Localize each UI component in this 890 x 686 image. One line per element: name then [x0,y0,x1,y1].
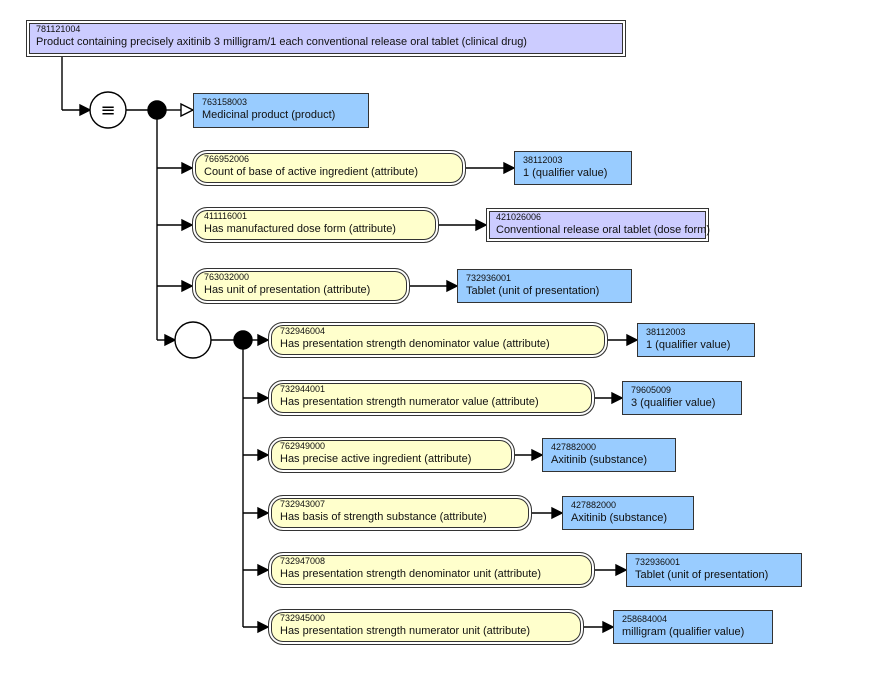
group-attribute-box-id: 732943007 [280,499,326,509]
group-value-box[interactable]: 79605009 3 (qualifier value) [622,381,742,415]
group-attribute-box-term: Has basis of strength substance (attribu… [280,511,487,523]
group-value-box[interactable]: 38112003 1 (qualifier value) [637,323,755,357]
group-attribute-box-term: Has precise active ingredient (attribute… [280,453,472,465]
group-attribute-box-id: 732947008 [280,556,326,566]
group-attribute-box-term: Has presentation strength numerator valu… [280,396,539,408]
value-box[interactable]: 38112003 1 (qualifier value) [514,151,632,185]
attribute-branch-arrow [181,218,194,232]
focus-concept-box[interactable]: 781121004 Product containing precisely a… [26,20,626,57]
focus-concept-id: 781121004 [36,24,81,34]
attribute-value-arrow [503,161,516,175]
group-value-box-term: Tablet (unit of presentation) [635,569,769,581]
group-value-arrow [611,391,624,405]
attribute-group-symbol [174,321,212,359]
group-attribute-box-id: 732944001 [280,384,326,394]
definition-status-glyph: ≡ [100,100,115,121]
group-value-box-term: 1 (qualifier value) [646,339,731,351]
group-attribute-arrow [257,333,270,347]
group-value-box-term: milligram (qualifier value) [622,626,745,638]
attribute-branch-arrow [181,279,194,293]
group-value-arrow [626,333,639,347]
group-attribute-box-term: Has presentation strength denominator va… [280,338,550,350]
group-attribute-box-id: 732946004 [280,326,326,336]
group-value-box-id: 258684004 [622,614,668,624]
group-value-arrow [615,563,628,577]
group-value-box[interactable]: 258684004 milligram (qualifier value) [613,610,773,644]
group-attribute-arrow [257,620,270,634]
group-value-arrow [602,620,615,634]
group-value-box-id: 732936001 [635,557,681,567]
value-box-term: Conventional release oral tablet (dose f… [496,224,711,236]
parent-concept-term: Medicinal product (product) [202,109,336,121]
group-value-box-term: 3 (qualifier value) [631,397,716,409]
parent-concept-id: 763158003 [202,97,248,107]
attribute-branch-arrow [181,161,194,175]
attribute-value-arrow [475,218,488,232]
attribute-box-id: 766952006 [204,154,250,164]
focus-to-definition-arrow [79,103,92,117]
group-attribute-box-id: 732945000 [280,613,326,623]
value-box-id: 38112003 [523,155,563,165]
group-value-box-id: 427882000 [571,500,617,510]
parent-concept-box[interactable]: 763158003 Medicinal product (product) [193,93,369,128]
focus-concept-term: Product containing precisely axitinib 3 … [36,36,527,48]
value-box-id: 421026006 [496,212,542,222]
group-attribute-box-term: Has presentation strength denominator un… [280,568,542,580]
group-value-box-id: 79605009 [631,385,672,395]
group-attribute-arrow [257,563,270,577]
attribute-box-term: Has manufactured dose form (attribute) [204,223,396,235]
attribute-box-term: Has unit of presentation (attribute) [204,284,371,296]
group-attribute-box-id: 762949000 [280,441,326,451]
attribute-value-arrow [446,279,459,293]
value-box-id: 732936001 [466,273,512,283]
group-value-box-id: 427882000 [551,442,597,452]
group-attribute-box-term: Has presentation strength numerator unit… [280,625,531,637]
attribute-box-id: 411116001 [204,211,248,221]
group-value-arrow [551,506,564,520]
group-attribute-arrow [257,391,270,405]
attribute-box-id: 763032000 [204,272,250,282]
group-value-box-id: 38112003 [646,327,686,337]
group-attribute-arrow [257,448,270,462]
value-box-term: Tablet (unit of presentation) [466,285,600,297]
attribute-box-term: Count of base of active ingredient (attr… [204,166,419,178]
group-value-arrow [531,448,544,462]
group-attribute-arrow [257,506,270,520]
group-arrow [164,333,177,347]
group-value-box-term: Axitinib (substance) [551,454,647,466]
value-box-term: 1 (qualifier value) [523,167,608,179]
group-value-box-term: Axitinib (substance) [571,512,667,524]
is-a-arrow [180,102,195,118]
